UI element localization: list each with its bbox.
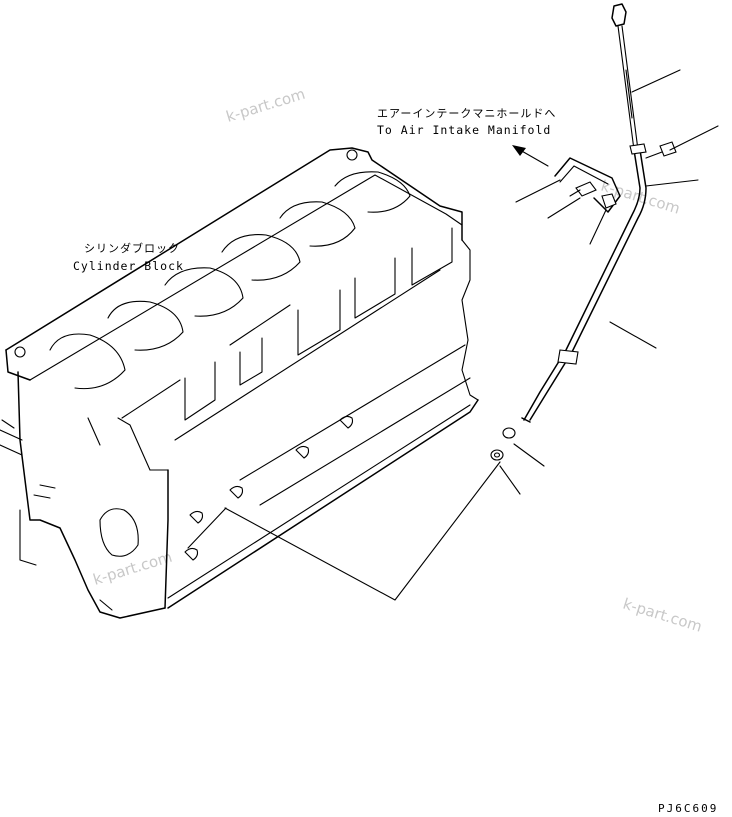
callout-leaders (499, 69, 719, 495)
drawing-code: PJ6C609 (658, 802, 718, 815)
watermark: k-part.com (224, 85, 307, 126)
air-intake-label-jp: エアーインテークマニホールドへ (377, 107, 556, 120)
watermark: k-part.com (91, 548, 174, 589)
watermark: k-part.com (621, 595, 704, 636)
arrow-head (512, 145, 526, 156)
cylinder-block (0, 147, 479, 619)
dipstick-assembly (490, 3, 677, 461)
callout-leader (187, 507, 227, 549)
air-intake-label-en: To Air Intake Manifold (377, 123, 551, 137)
cylinder-block-label-en: Cylinder Block (73, 259, 184, 273)
cylinder-block-label-jp: シリンダブロック (84, 241, 180, 255)
direction-arrow (519, 149, 549, 167)
callout-leader (224, 461, 501, 601)
